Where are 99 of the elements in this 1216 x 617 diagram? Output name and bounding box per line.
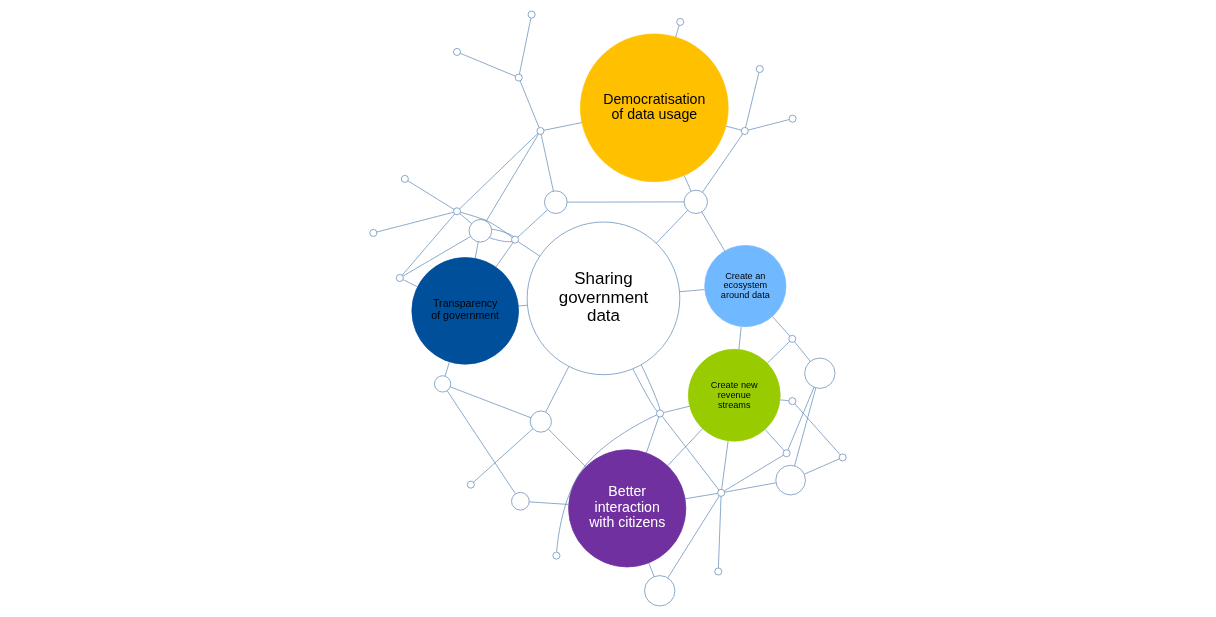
connector bbox=[667, 495, 720, 579]
connector bbox=[641, 364, 661, 411]
connector bbox=[459, 133, 539, 210]
node-circle: Democratisation of data usage bbox=[580, 33, 729, 183]
connector bbox=[460, 52, 516, 77]
connector bbox=[519, 80, 540, 128]
node-circle: Create an ecosystem around data bbox=[704, 245, 787, 328]
node-circle bbox=[369, 229, 378, 237]
connector bbox=[402, 279, 418, 288]
node-circle bbox=[511, 492, 530, 511]
node-circle bbox=[529, 410, 552, 433]
connector bbox=[772, 316, 791, 337]
node-circle bbox=[740, 127, 749, 135]
node-circle bbox=[717, 488, 726, 497]
connector bbox=[794, 341, 811, 362]
connector bbox=[460, 211, 513, 238]
connector bbox=[701, 211, 725, 252]
node-circle bbox=[468, 219, 493, 243]
connector bbox=[517, 209, 548, 238]
node-circle bbox=[453, 48, 461, 56]
connector bbox=[518, 304, 528, 307]
node-circle bbox=[453, 207, 461, 216]
connector bbox=[632, 368, 658, 412]
connector bbox=[675, 25, 680, 38]
node-circle bbox=[683, 189, 708, 214]
connector bbox=[489, 237, 513, 243]
connector bbox=[766, 341, 791, 364]
connector bbox=[764, 429, 785, 451]
connector bbox=[446, 390, 516, 494]
connector bbox=[459, 213, 473, 224]
connector bbox=[794, 387, 817, 467]
node-circle bbox=[755, 65, 764, 73]
node-circle bbox=[676, 18, 685, 26]
connector bbox=[474, 241, 479, 259]
connector bbox=[656, 210, 688, 244]
node-circle bbox=[656, 409, 664, 418]
node-circle bbox=[782, 449, 791, 458]
connector bbox=[646, 416, 660, 454]
node-circle bbox=[395, 274, 404, 282]
connector bbox=[548, 428, 587, 468]
connector bbox=[718, 496, 722, 569]
node-circle bbox=[544, 190, 568, 214]
connector bbox=[376, 211, 454, 233]
connector bbox=[566, 201, 685, 203]
connector bbox=[519, 17, 532, 75]
connector bbox=[402, 236, 471, 277]
node-circle bbox=[514, 73, 523, 82]
connector bbox=[407, 180, 455, 210]
node-circle bbox=[466, 480, 475, 489]
connector bbox=[667, 428, 703, 466]
connector bbox=[495, 242, 514, 268]
node-circle bbox=[804, 357, 836, 389]
node-circle bbox=[511, 235, 519, 244]
connector bbox=[683, 175, 692, 192]
connector bbox=[724, 482, 777, 493]
connector bbox=[725, 125, 742, 131]
node-circle bbox=[527, 10, 536, 19]
node-circle: Sharing government data bbox=[526, 221, 681, 376]
node-circle bbox=[644, 575, 676, 607]
connector bbox=[529, 501, 569, 505]
connector bbox=[702, 133, 743, 193]
node-circle bbox=[838, 453, 847, 462]
connector bbox=[723, 454, 784, 492]
connector bbox=[679, 289, 706, 293]
node-circle bbox=[536, 127, 545, 135]
node-circle bbox=[434, 375, 452, 393]
connector bbox=[787, 386, 815, 451]
node-circle bbox=[552, 551, 561, 560]
connector bbox=[721, 440, 729, 490]
connector bbox=[543, 122, 583, 131]
connector bbox=[556, 414, 657, 553]
connector bbox=[661, 416, 720, 491]
connector bbox=[545, 366, 570, 413]
node-circle bbox=[788, 335, 797, 343]
connector bbox=[401, 213, 455, 276]
node-circle bbox=[775, 464, 806, 496]
node-circle bbox=[400, 175, 409, 183]
connector bbox=[794, 403, 841, 455]
connector bbox=[540, 134, 554, 192]
node-circle: Better interaction with citizens bbox=[568, 449, 687, 568]
node-circle bbox=[788, 114, 797, 123]
connector bbox=[745, 72, 760, 128]
node-circle bbox=[788, 397, 797, 405]
node-circle: Create new revenue streams bbox=[687, 348, 781, 442]
connector bbox=[803, 458, 840, 475]
connector bbox=[684, 493, 718, 500]
connector bbox=[444, 361, 450, 377]
connector bbox=[747, 119, 790, 131]
connector bbox=[738, 326, 742, 350]
connector bbox=[485, 133, 539, 222]
node-circle bbox=[714, 567, 723, 576]
connector bbox=[491, 228, 514, 237]
connector bbox=[648, 562, 655, 577]
connector bbox=[663, 405, 690, 413]
connector bbox=[779, 399, 789, 402]
connector bbox=[450, 386, 532, 419]
connector bbox=[473, 428, 534, 483]
node-circle: Transparency of government bbox=[411, 257, 519, 365]
connector bbox=[517, 241, 541, 257]
